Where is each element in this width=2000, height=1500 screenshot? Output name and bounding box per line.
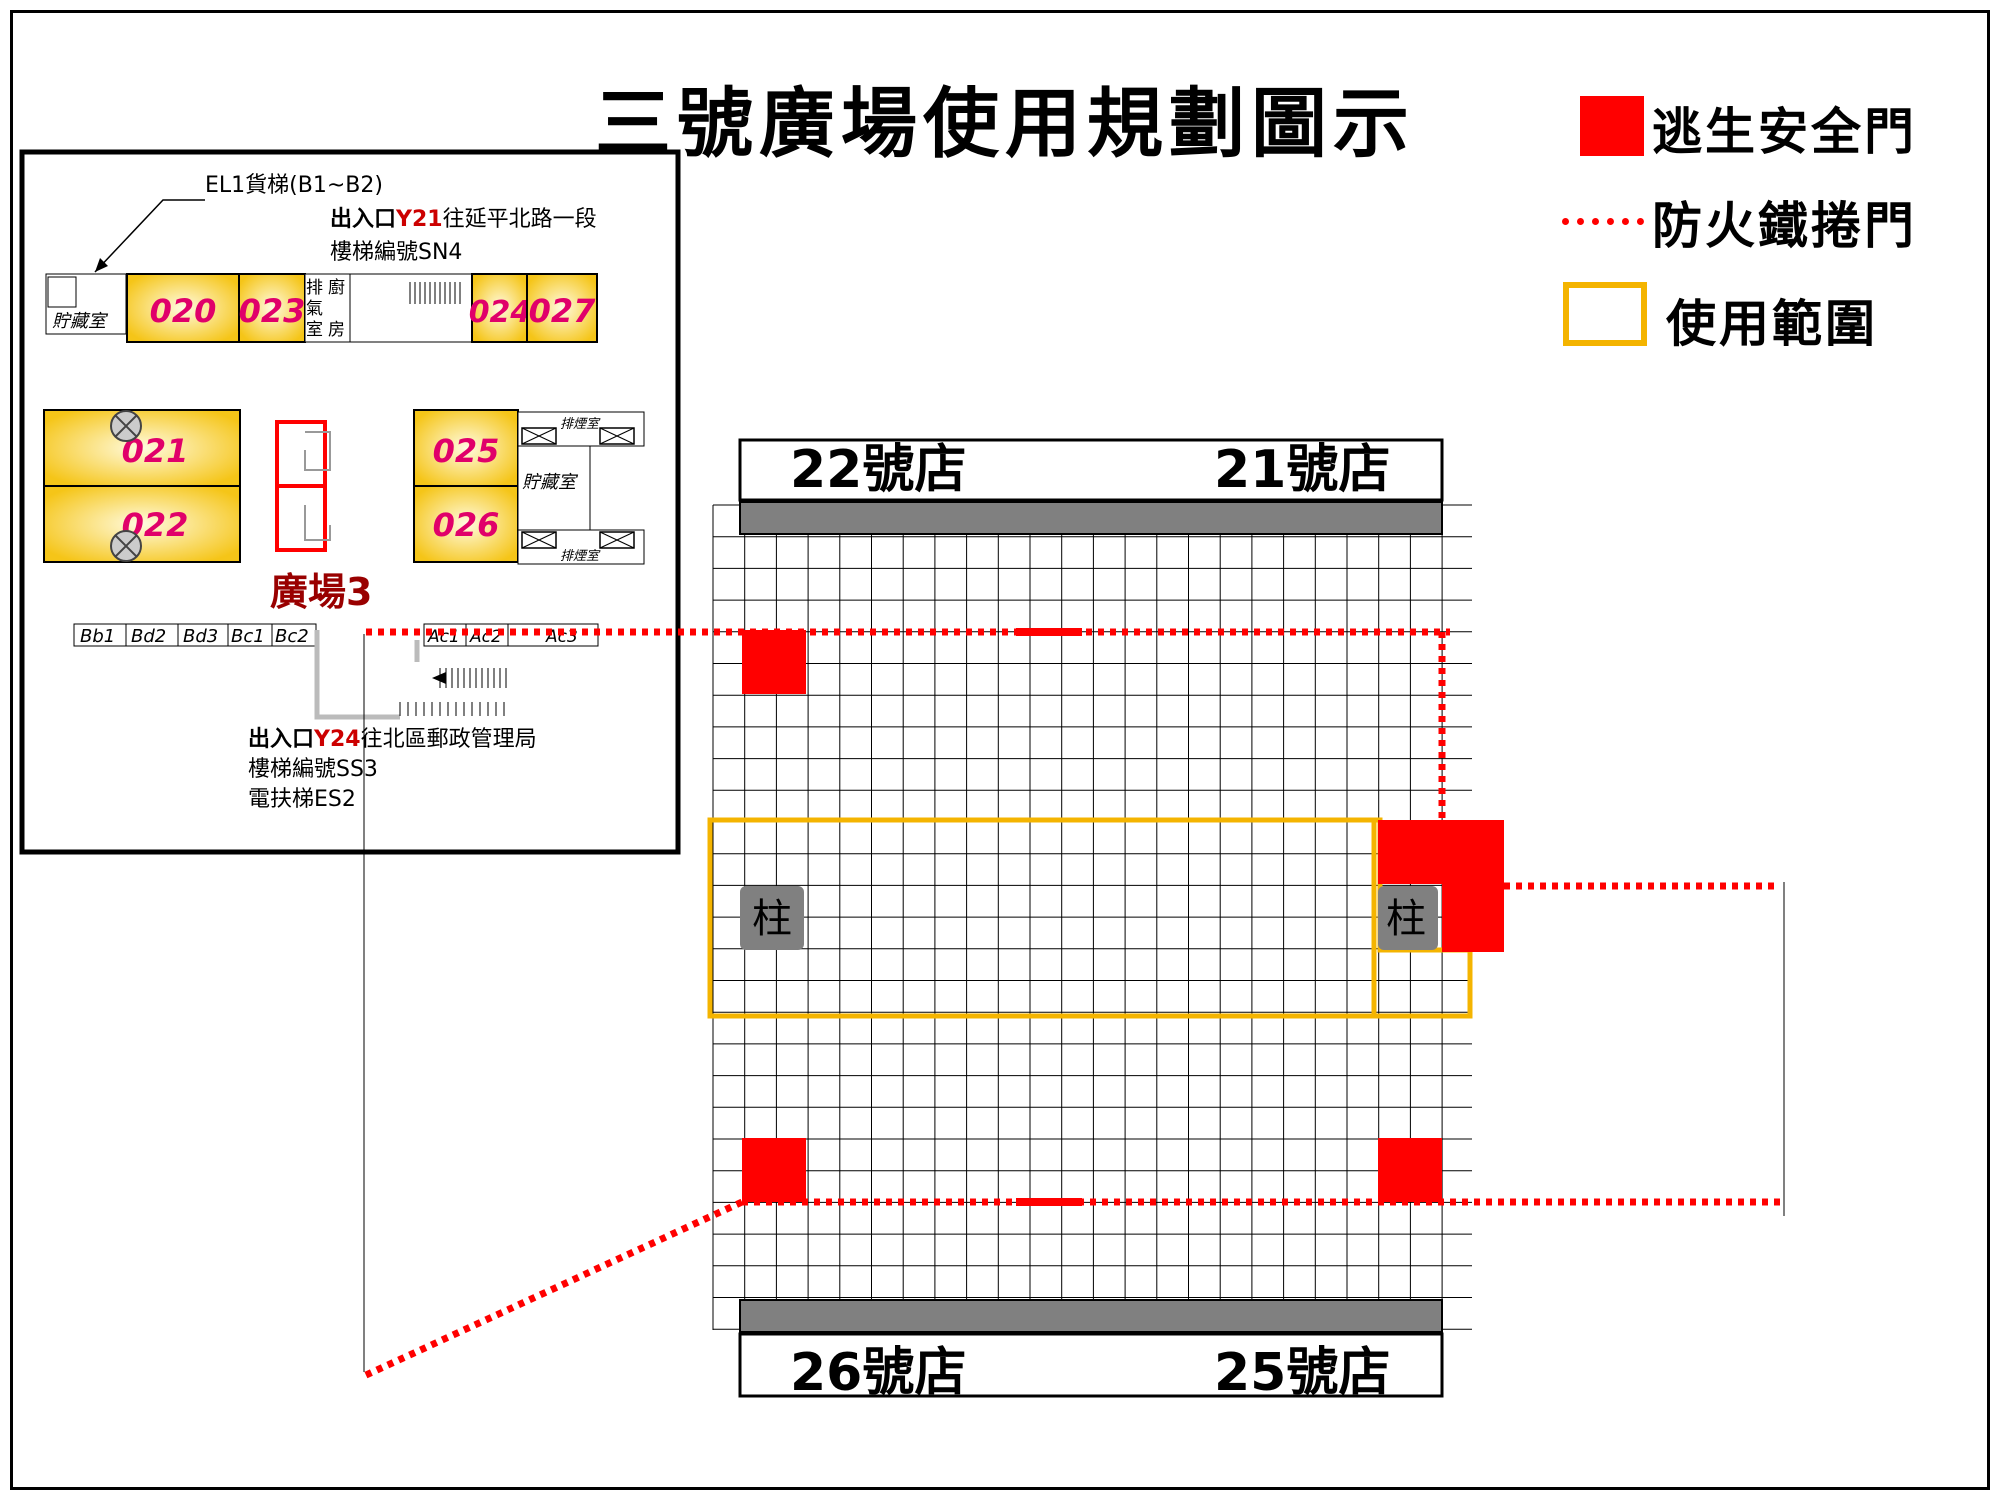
shop-21-label: 21號店 [1214,440,1390,500]
page-title: 三號廣場使用規劃圖示 [595,79,1415,168]
entrance-south-label: 出入口Y24往北區郵政管理局 [248,727,537,752]
shop-26-label: 26號店 [790,1343,966,1403]
stair-north-label: 樓梯編號SN4 [330,240,462,265]
shop-22-label: 22號店 [790,440,966,500]
shop-026-label: 026 [433,506,500,544]
exit-door-south-left [742,1138,806,1202]
inset-exit-door-2 [275,484,327,552]
usage-area-main [707,817,1377,1019]
unit-bd2: Bd2 [131,626,166,647]
shop-025 [413,409,519,487]
exhaust-char-2: 氣 [306,299,323,319]
fire-shutter-lines [362,628,1786,1380]
shop-25-label: 25號店 [1214,1343,1390,1403]
stair-south-label: 樓梯編號SS3 [248,757,378,782]
elevator-icon [47,276,77,308]
stair-north-steps [409,282,461,304]
fan-symbol-2 [110,530,142,562]
inset-door-frame-2 [304,505,331,541]
shop-020-label: 020 [150,292,217,330]
shop-027-label: 027 [529,292,597,330]
exhaust-kitchen-room [304,273,351,343]
storage-room-label: 貯藏室 [52,311,109,332]
entrance-north-label: 出入口Y21往延平北路一段 [330,207,597,232]
legend-usage-area-label: 使用範圍 [1666,294,1878,353]
escalator-label: 電扶梯ES2 [248,787,356,812]
exhaust-char-5: 房 [328,320,345,340]
pillar-left [740,886,804,950]
unit-bb1: Bb1 [80,626,115,647]
exit-door-north-left [742,630,806,694]
wall-bottom [739,1299,1443,1333]
legend-usage-area-swatch [1563,282,1647,346]
page-border [10,10,1990,1490]
stair-north-area [349,273,473,343]
elevator-arrowhead [95,258,108,272]
pillar-left-label: 柱 [752,896,792,942]
legend-fire-shutter-label: 防火鐵捲門 [1652,196,1917,255]
shop-023 [238,273,306,343]
fan-symbol-1 [110,410,142,442]
unit-bc1: Bc1 [231,626,265,647]
shop-bar-top [738,438,1444,502]
pillar-right-label: 柱 [1386,896,1426,942]
shop-022 [43,485,241,563]
unit-bc2: Bc2 [275,626,309,647]
shop-024-label: 024 [469,295,532,330]
elevator-label: EL1貨梯(B1~B2) [205,173,383,198]
storage-room-right [517,445,591,531]
shop-020 [126,273,240,343]
exit-door-east-bottom [1442,884,1504,952]
exit-door-south-right [1378,1138,1442,1202]
inset-door-frame-1 [304,431,331,471]
shop-023-label: 023 [239,292,306,330]
legend-exit-door-swatch [1580,96,1644,156]
unit-ac3: Ac3 [545,627,578,647]
shop-027 [526,273,598,343]
shop-021 [43,409,241,487]
plaza-3-label: 廣場3 [270,570,372,614]
unit-ac2: Ac2 [469,627,502,647]
wall-top [739,501,1443,535]
small-units-left [73,623,317,647]
pillar-right [1378,886,1438,950]
exhaust-char-4: 廚 [328,277,345,298]
storage-room-right-label: 貯藏室 [522,472,579,493]
smoke-room-label-top: 排煙室 [560,416,601,432]
smoke-room-label-bottom: 排煙室 [560,548,601,564]
exit-door-east-top [1378,820,1504,884]
legend-fire-shutter-swatch [1562,218,1644,225]
exhaust-char-1: 排 [306,278,323,298]
escalator-steps [399,668,507,716]
exhaust-char-3: 室 [306,320,323,340]
escalator-arrow [432,672,446,684]
unit-bd3: Bd3 [183,626,218,647]
walkway-path [314,630,400,720]
elevator-pointer [94,199,205,273]
shop-bar-bottom [738,1332,1444,1398]
shop-025-label: 025 [433,432,500,470]
legend-exit-door-label: 逃生安全門 [1652,102,1917,161]
shop-024 [471,273,528,343]
